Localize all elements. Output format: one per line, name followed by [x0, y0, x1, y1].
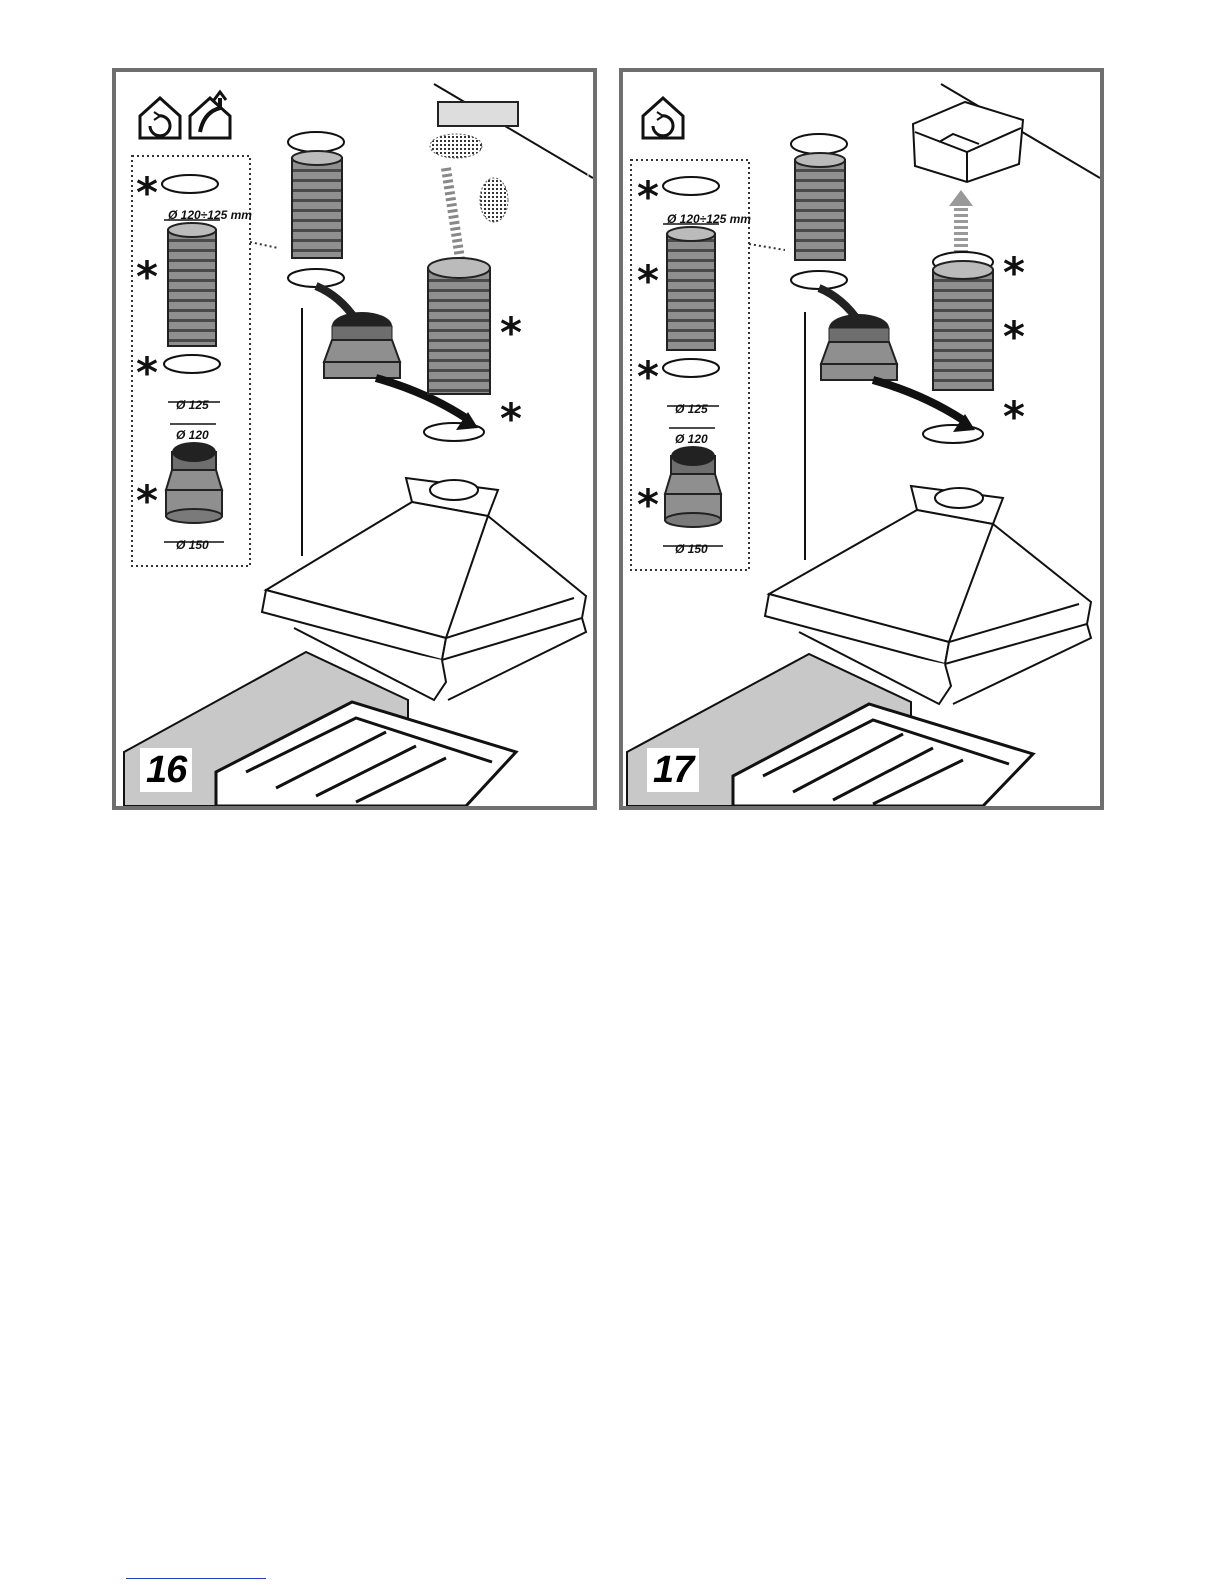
optional-part-asterisk: *: [136, 352, 158, 394]
wall-bracket: [438, 102, 518, 126]
reducer-mid-diameter-label: Ø 120: [675, 432, 708, 446]
figure-number: 17: [647, 748, 699, 792]
reducer-top-diameter-label: Ø 125: [176, 398, 209, 412]
reducer-mid-diameter-label: Ø 120: [176, 428, 209, 442]
optional-part-asterisk: *: [1003, 396, 1025, 438]
flexible-hose: [795, 160, 845, 260]
footer-link-underline: [126, 1578, 266, 1579]
optional-part-asterisk: *: [637, 484, 659, 526]
hose-clamp-icon: [663, 177, 719, 195]
extraction-house-icon: [190, 92, 230, 138]
optional-part-asterisk: *: [136, 172, 158, 214]
optional-part-asterisk: *: [500, 312, 522, 354]
hose-diameter-label: Ø 120÷125 mm: [168, 208, 252, 222]
flexible-hose-icon: [667, 234, 715, 350]
figure-17-panel: Ø 120÷125 mm Ø 125 Ø 120 Ø 150 * * * * *…: [619, 68, 1104, 810]
extraction-hose: [428, 268, 490, 394]
optional-part-asterisk: *: [1003, 252, 1025, 294]
optional-part-asterisk: *: [136, 480, 158, 522]
reducer-adapter-icon: [663, 406, 723, 546]
hose-diameter-label: Ø 120÷125 mm: [667, 212, 751, 226]
optional-part-asterisk: *: [637, 356, 659, 398]
optional-part-asterisk: *: [637, 176, 659, 218]
reducer-adapter-icon: [164, 402, 224, 542]
recirculation-house-icon: [140, 98, 180, 138]
optional-part-asterisk: *: [637, 260, 659, 302]
reducer-adapter: [324, 312, 400, 378]
optional-part-asterisk: *: [136, 256, 158, 298]
flexible-hose: [292, 158, 342, 258]
recirculation-hose: [933, 270, 993, 390]
reducer-bottom-diameter-label: Ø 150: [176, 538, 209, 552]
reducer-bottom-diameter-label: Ø 150: [675, 542, 708, 556]
flexible-hose-icon: [168, 230, 216, 346]
reducer-top-diameter-label: Ø 125: [675, 402, 708, 416]
reducer-adapter: [821, 314, 897, 380]
recirculation-house-icon: [643, 98, 683, 138]
hose-clamp-icon: [162, 175, 218, 193]
figure-number: 16: [140, 748, 192, 792]
hose-clamp-icon: [663, 359, 719, 377]
carbon-filter-unit: [913, 102, 1023, 182]
hose-clamp-icon: [164, 355, 220, 373]
figure-16-panel: Ø 120÷125 mm Ø 125 Ø 120 Ø 150 * * * * *…: [112, 68, 597, 810]
optional-part-asterisk: *: [1003, 316, 1025, 358]
optional-part-asterisk: *: [500, 398, 522, 440]
